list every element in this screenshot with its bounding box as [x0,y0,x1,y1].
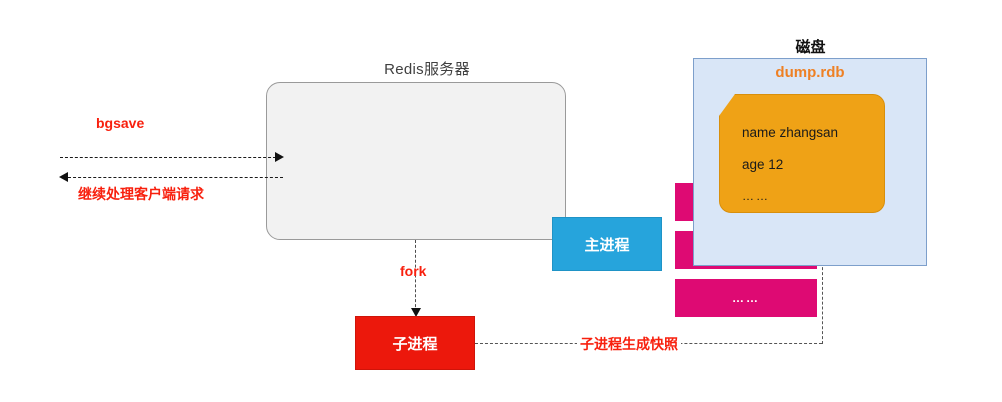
bgsave-arrowhead-icon [275,152,284,162]
client-response-arrowhead-icon [59,172,68,182]
child-process-box: 子进程 [355,316,475,370]
data-item-ellipsis: …… [675,279,817,317]
rdb-line-ellipsis: …… [742,189,770,203]
disk-title: 磁盘 [795,39,826,56]
continue-serving-label: 继续处理客户端请求 [78,186,204,202]
child-process-label: 子进程 [392,335,438,353]
dump-file-label: dump.rdb [775,64,845,81]
bgsave-arrow-line [60,157,276,158]
rdb-line-age: age 12 [742,157,784,172]
rdb-line-name: name zhangsan [742,125,839,140]
snapshot-arrow-vertical [822,213,823,344]
snapshot-label: 子进程生成快照 [577,334,681,354]
server-title: Redis服务器 [384,61,470,78]
fork-arrowhead-icon [411,308,421,317]
bgsave-label: bgsave [96,115,145,131]
fork-label: fork [400,263,427,279]
rdb-file-shape: name zhangsan age 12 …… [719,94,885,213]
main-process-box: 主进程 [552,217,662,271]
redis-server-container: 主进程 name:zhangsan age:12 …… [266,82,817,317]
main-process-label: 主进程 [584,236,630,254]
data-item-label: …… [732,291,760,305]
fork-arrow-line [415,240,416,312]
client-response-arrow-line [68,177,283,178]
